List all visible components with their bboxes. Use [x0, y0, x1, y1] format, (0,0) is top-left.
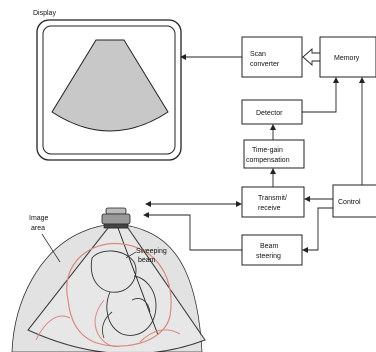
- tgc-line2: compensation: [246, 157, 290, 164]
- arrow-beam-steering-to-transducer: [143, 212, 242, 251]
- fetus-limb-b: [102, 311, 113, 339]
- image-area-line1: Image: [29, 215, 49, 222]
- block-memory: Memory: [319, 36, 376, 78]
- transmit-line1: Transmit/: [258, 195, 287, 202]
- beam-steering-line1: Beam: [260, 243, 278, 250]
- sweeping-beam-leader: [125, 251, 137, 259]
- hollow-arrow-memory-to-scan: [302, 47, 321, 67]
- transducer-face: [103, 223, 129, 229]
- beam-sector: [27, 227, 206, 352]
- block-beam-steering: Beam steering: [241, 234, 303, 266]
- memory-label: Memory: [334, 55, 360, 62]
- uterus-outline: [66, 242, 172, 347]
- anatomy-curve-b: [139, 329, 181, 343]
- transducer-cap: [105, 207, 127, 215]
- sweeping-beam-line2: beam: [138, 257, 156, 264]
- umbilical-cord: [94, 299, 121, 347]
- fetus-body: [106, 275, 157, 336]
- arrow-control-to-beam-steering: [302, 207, 333, 253]
- fetus-limb-a: [131, 298, 151, 313]
- image-area-annotation: Image area: [29, 215, 61, 263]
- anatomy-curve-a: [35, 315, 71, 341]
- beam-steering-line2: steering: [256, 253, 281, 260]
- block-detector: Detector: [241, 99, 303, 125]
- block-scan-converter: Scan converter: [241, 36, 303, 78]
- display-sector-image: [51, 39, 169, 132]
- block-time-gain-compensation: Time-gain compensation: [243, 139, 305, 169]
- scan-converter-line1: Scan: [250, 51, 266, 58]
- scan-converter-line2: converter: [250, 61, 280, 68]
- image-area-leader: [41, 233, 61, 263]
- sweeping-beam-annotation: Sweeping beam: [125, 248, 167, 264]
- sweeping-beam-line1: Sweeping: [136, 248, 167, 255]
- body-illustration: [11, 224, 206, 352]
- image-area-line2: area: [31, 225, 45, 232]
- display-monitor: [36, 19, 182, 161]
- arrow-detector-to-memory: [302, 77, 339, 113]
- fetus-head: [90, 250, 137, 293]
- transmit-line2: receive: [258, 205, 281, 212]
- transducer-body: [101, 213, 131, 225]
- transducer-probe: [101, 207, 131, 229]
- tgc-line1: Time-gain: [252, 147, 283, 154]
- connections: [143, 47, 365, 253]
- sweeping-beam-line: [117, 227, 159, 336]
- block-transmit-receive: Transmit/ receive: [241, 186, 305, 218]
- control-label: Control: [338, 199, 361, 206]
- detector-label: Detector: [256, 110, 283, 117]
- display-label: Display: [33, 10, 56, 17]
- block-control: Control: [332, 184, 376, 218]
